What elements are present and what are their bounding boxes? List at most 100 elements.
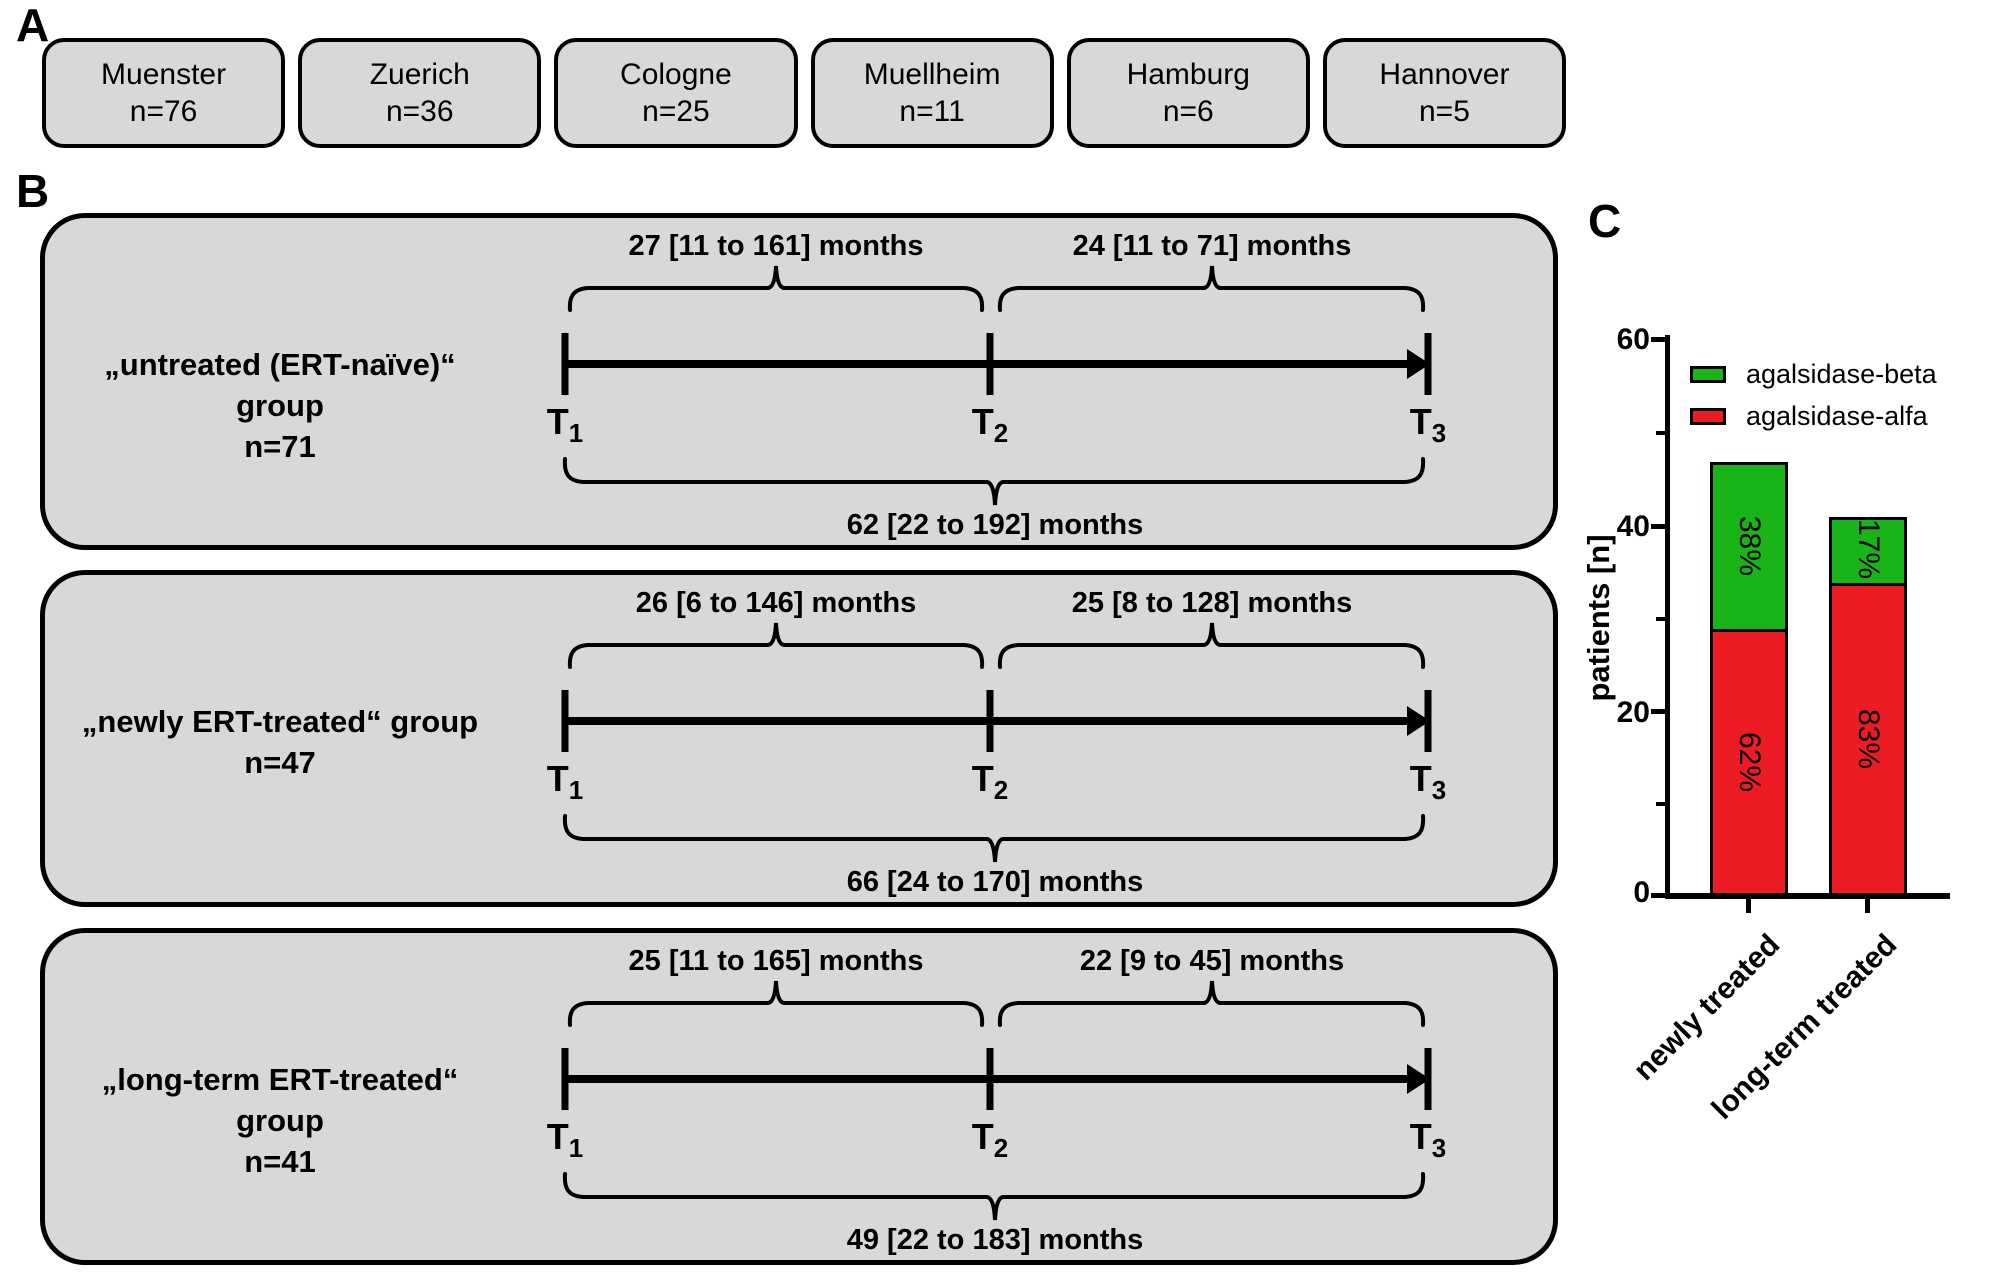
interval-total-label: 66 [24 to 170] months bbox=[846, 866, 1144, 898]
center-box-muenster: Muenster n=76 bbox=[42, 38, 286, 148]
timepoint-t2: T2 bbox=[971, 1116, 1009, 1163]
center-n: n=25 bbox=[642, 95, 710, 128]
interval-t1-t2-label: 25 [11 to 165] months bbox=[628, 945, 924, 977]
center-box-zuerich: Zuerich n=36 bbox=[298, 38, 542, 148]
timepoint-sub: 1 bbox=[568, 775, 584, 805]
y-tick-20 bbox=[1651, 709, 1665, 714]
y-axis-title: patients [n] bbox=[1581, 534, 1616, 702]
group-n: n=47 bbox=[244, 745, 316, 780]
group-n: n=41 bbox=[244, 1144, 316, 1179]
bar-newly-treated-beta-segment bbox=[1710, 462, 1788, 632]
center-box-muellheim: Muellheim n=11 bbox=[810, 38, 1054, 148]
x-tick-long-term bbox=[1865, 899, 1870, 913]
timepoint-sub: 1 bbox=[568, 1133, 584, 1163]
y-minor-tick-50 bbox=[1656, 431, 1665, 435]
center-n: n=76 bbox=[129, 95, 198, 128]
percent-label-alfa-newly: 62% bbox=[1733, 731, 1766, 793]
legend-item-beta: agalsidase-beta bbox=[1690, 361, 1937, 388]
interval-t2-t3-label: 24 [11 to 71] months bbox=[1072, 230, 1352, 262]
center-box-hannover: Hannover n=5 bbox=[1322, 38, 1567, 148]
interval-t1-t2-label: 26 [6 to 146] months bbox=[635, 587, 917, 619]
y-minor-tick-30 bbox=[1656, 617, 1665, 621]
bar-long-term-beta-segment bbox=[1829, 517, 1907, 586]
y-tick-0 bbox=[1651, 893, 1665, 898]
timepoint-sub: 2 bbox=[993, 775, 1009, 805]
center-box-cologne: Cologne n=25 bbox=[554, 38, 798, 148]
timepoint-t1: T1 bbox=[546, 401, 584, 448]
overbrace-t1-t2 bbox=[567, 265, 985, 312]
interval-total-label: 62 [22 to 192] months bbox=[846, 509, 1144, 541]
y-minor-tick-10 bbox=[1656, 802, 1665, 806]
timeline-arrowhead bbox=[1407, 1064, 1430, 1094]
center-city: Muellheim bbox=[863, 58, 1001, 91]
category-label-long-term-treated: long-term treated bbox=[1705, 928, 1904, 1126]
underbrace-t1-t3 bbox=[562, 814, 1426, 863]
group-name: „long-term ERT-treated“ group bbox=[101, 1062, 459, 1138]
interval-total-label: 49 [22 to 183] months bbox=[846, 1224, 1144, 1256]
timeline-graphic bbox=[561, 265, 1432, 506]
legend-label: agalsidase-alfa bbox=[1746, 401, 1928, 431]
center-box-hamburg: Hamburg n=6 bbox=[1066, 38, 1310, 148]
timepoint-t2: T2 bbox=[971, 401, 1009, 448]
underbrace-t1-t3 bbox=[562, 1172, 1426, 1221]
timepoint-sub: 2 bbox=[993, 418, 1009, 448]
y-axis-line bbox=[1665, 335, 1670, 899]
overbrace-t1-t2 bbox=[567, 622, 985, 669]
underbrace-t1-t3 bbox=[562, 457, 1426, 506]
percent-label-beta-newly: 38% bbox=[1733, 515, 1766, 577]
y-tick-label-0: 0 bbox=[1633, 876, 1650, 909]
category-label-newly-treated: newly treated bbox=[1627, 928, 1787, 1087]
group-box-untreated: „untreated (ERT-naïve)“ group n=71 27 [1… bbox=[40, 213, 1558, 550]
panel-a-letter: A bbox=[16, 0, 50, 51]
center-city: Zuerich bbox=[369, 58, 470, 91]
interval-t2-t3-label: 22 [9 to 45] months bbox=[1079, 945, 1345, 977]
timepoint-sub: 3 bbox=[1431, 1133, 1447, 1163]
legend-swatch-green-icon bbox=[1690, 366, 1726, 383]
timepoint-t1: T1 bbox=[546, 758, 584, 805]
bar-long-term-alfa-segment bbox=[1829, 583, 1907, 896]
timeline-graphic bbox=[561, 980, 1432, 1221]
overbrace-t2-t3 bbox=[997, 980, 1426, 1027]
center-n: n=11 bbox=[899, 95, 965, 128]
timepoint-t3: T3 bbox=[1409, 401, 1447, 448]
group-label: „newly ERT-treated“ group n=47 bbox=[70, 701, 490, 783]
timeline-arrowhead bbox=[1407, 706, 1430, 736]
center-city: Muenster bbox=[101, 58, 227, 91]
x-tick-newly-treated bbox=[1746, 899, 1751, 913]
group-box-newly-treated: „newly ERT-treated“ group n=47 26 [6 to … bbox=[40, 570, 1558, 907]
overbrace-t1-t2 bbox=[567, 980, 985, 1027]
center-n: n=5 bbox=[1419, 95, 1470, 128]
interval-t2-t3-label: 25 [8 to 128] months bbox=[1071, 587, 1353, 619]
timepoint-sub: 2 bbox=[993, 1133, 1009, 1163]
bar-newly-treated-alfa-segment bbox=[1710, 629, 1788, 896]
percent-label-alfa-longterm: 83% bbox=[1852, 708, 1885, 770]
group-n: n=71 bbox=[244, 429, 316, 464]
panel-b-letter: B bbox=[16, 165, 50, 217]
y-tick-label-40: 40 bbox=[1616, 510, 1650, 543]
legend-item-alfa: agalsidase-alfa bbox=[1690, 403, 1928, 430]
y-tick-60 bbox=[1651, 337, 1665, 342]
timeline-arrowhead bbox=[1407, 349, 1430, 379]
timepoint-t1: T1 bbox=[546, 1116, 584, 1163]
group-name: „untreated (ERT-naïve)“ group bbox=[104, 347, 456, 423]
group-box-long-term-treated: „long-term ERT-treated“ group n=41 25 [1… bbox=[40, 928, 1558, 1265]
timepoint-sub: 3 bbox=[1431, 775, 1447, 805]
timeline-graphic bbox=[561, 622, 1432, 863]
timepoint-sub: 3 bbox=[1431, 418, 1447, 448]
y-tick-40 bbox=[1651, 524, 1665, 529]
timepoint-sub: 1 bbox=[568, 418, 584, 448]
center-city: Hamburg bbox=[1126, 58, 1250, 91]
center-n: n=6 bbox=[1162, 95, 1214, 128]
legend-label: agalsidase-beta bbox=[1746, 359, 1937, 389]
interval-t1-t2-label: 27 [11 to 161] months bbox=[628, 230, 924, 262]
percent-label-beta-longterm: 17% bbox=[1852, 518, 1885, 580]
timepoint-t3: T3 bbox=[1409, 1116, 1447, 1163]
group-name: „newly ERT-treated“ group bbox=[81, 704, 479, 739]
legend-swatch-red-icon bbox=[1690, 408, 1726, 425]
overbrace-t2-t3 bbox=[997, 265, 1426, 312]
y-tick-label-20: 20 bbox=[1616, 696, 1650, 729]
x-axis-line bbox=[1665, 893, 1950, 899]
study-centers-row: Muenster n=76 Zuerich n=36 Cologne n=25 … bbox=[42, 38, 1567, 148]
panel-c-letter: C bbox=[1588, 195, 1622, 247]
center-city: Hannover bbox=[1379, 58, 1510, 91]
